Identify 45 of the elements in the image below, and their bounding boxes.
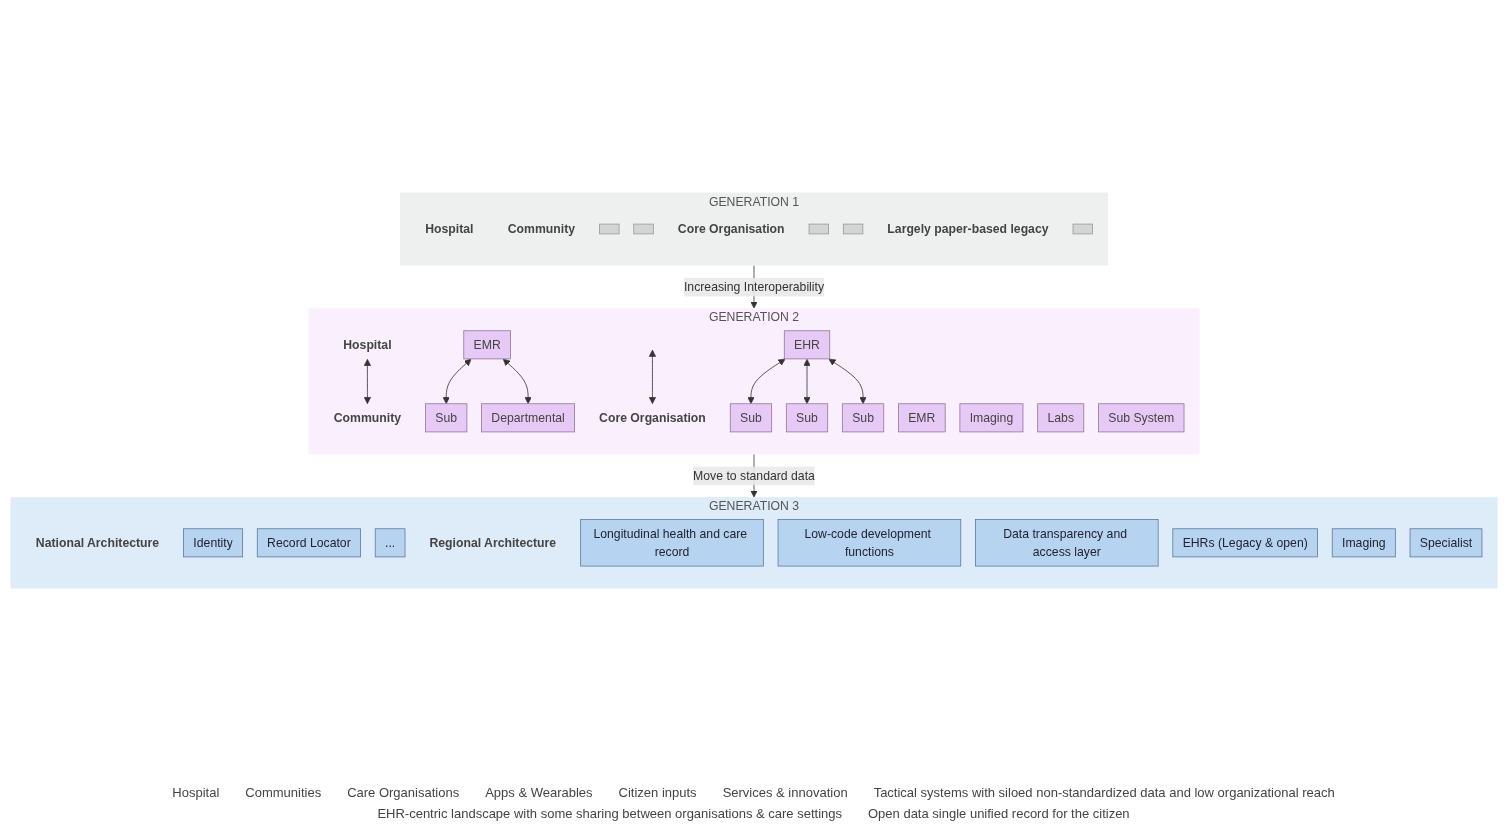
node-box: Low-code development functions <box>777 519 961 567</box>
node-box: Sub <box>785 403 828 433</box>
node-text: Hospital <box>342 337 392 352</box>
node-box: Sub <box>729 403 772 433</box>
node-box: EHR <box>783 330 830 360</box>
node-text: Hospital <box>424 221 473 236</box>
node-text: Largely paper-based legacy <box>886 221 1049 236</box>
bullet-item: Citizen inputs <box>618 785 697 800</box>
node-box: EMR <box>897 403 946 433</box>
node-text: Community <box>333 410 401 425</box>
node-box: ... <box>374 528 405 558</box>
node-box: Longitudinal health and care record <box>579 519 764 567</box>
node-box <box>842 223 863 235</box>
bullet-item: Communities <box>245 785 322 800</box>
node-box: Record Locator <box>256 528 361 558</box>
node-box: Sub <box>841 403 884 433</box>
node-box: Departmental <box>480 403 575 433</box>
node-box: Sub System <box>1097 403 1184 433</box>
node-box: EHRs (Legacy & open) <box>1171 528 1318 558</box>
bullet-item: Apps & Wearables <box>485 785 593 800</box>
node-box: Identity <box>182 528 243 558</box>
node-box <box>808 223 829 235</box>
node-text: Community <box>507 221 575 236</box>
bullet-item: Care Organisations <box>347 785 460 800</box>
node-box: Labs <box>1036 403 1084 433</box>
node-box: Data transparency and access layer <box>974 519 1159 567</box>
node-box: Imaging <box>1331 528 1396 558</box>
node-box: EMR <box>462 330 511 360</box>
node-text: Regional Architecture <box>428 535 556 550</box>
bullet-item: Open data single unified record for the citizen <box>868 806 1130 821</box>
node-text: Core Organisation <box>677 221 785 236</box>
node-box: Sub <box>424 403 467 433</box>
bullet-item: Hospital <box>172 785 220 800</box>
bullet-item: Tactical systems with siloed non-standardized data and low organizational reach <box>873 785 1335 800</box>
bullet-item: EHR-centric landscape with some sharing between organisations & care settings <box>377 806 842 821</box>
node-box: Specialist <box>1409 528 1482 558</box>
node-text: National Architecture <box>35 535 159 550</box>
node-box <box>1072 223 1093 235</box>
node-box <box>632 223 654 235</box>
edge-label: Increasing Interoperability <box>683 279 824 294</box>
edge-label: Move to standard data <box>692 468 815 483</box>
node-text: Core Organisation <box>598 410 706 425</box>
node-box: Imaging <box>958 403 1023 433</box>
bullet-item: Services & innovation <box>722 785 848 800</box>
node-box <box>598 223 619 235</box>
